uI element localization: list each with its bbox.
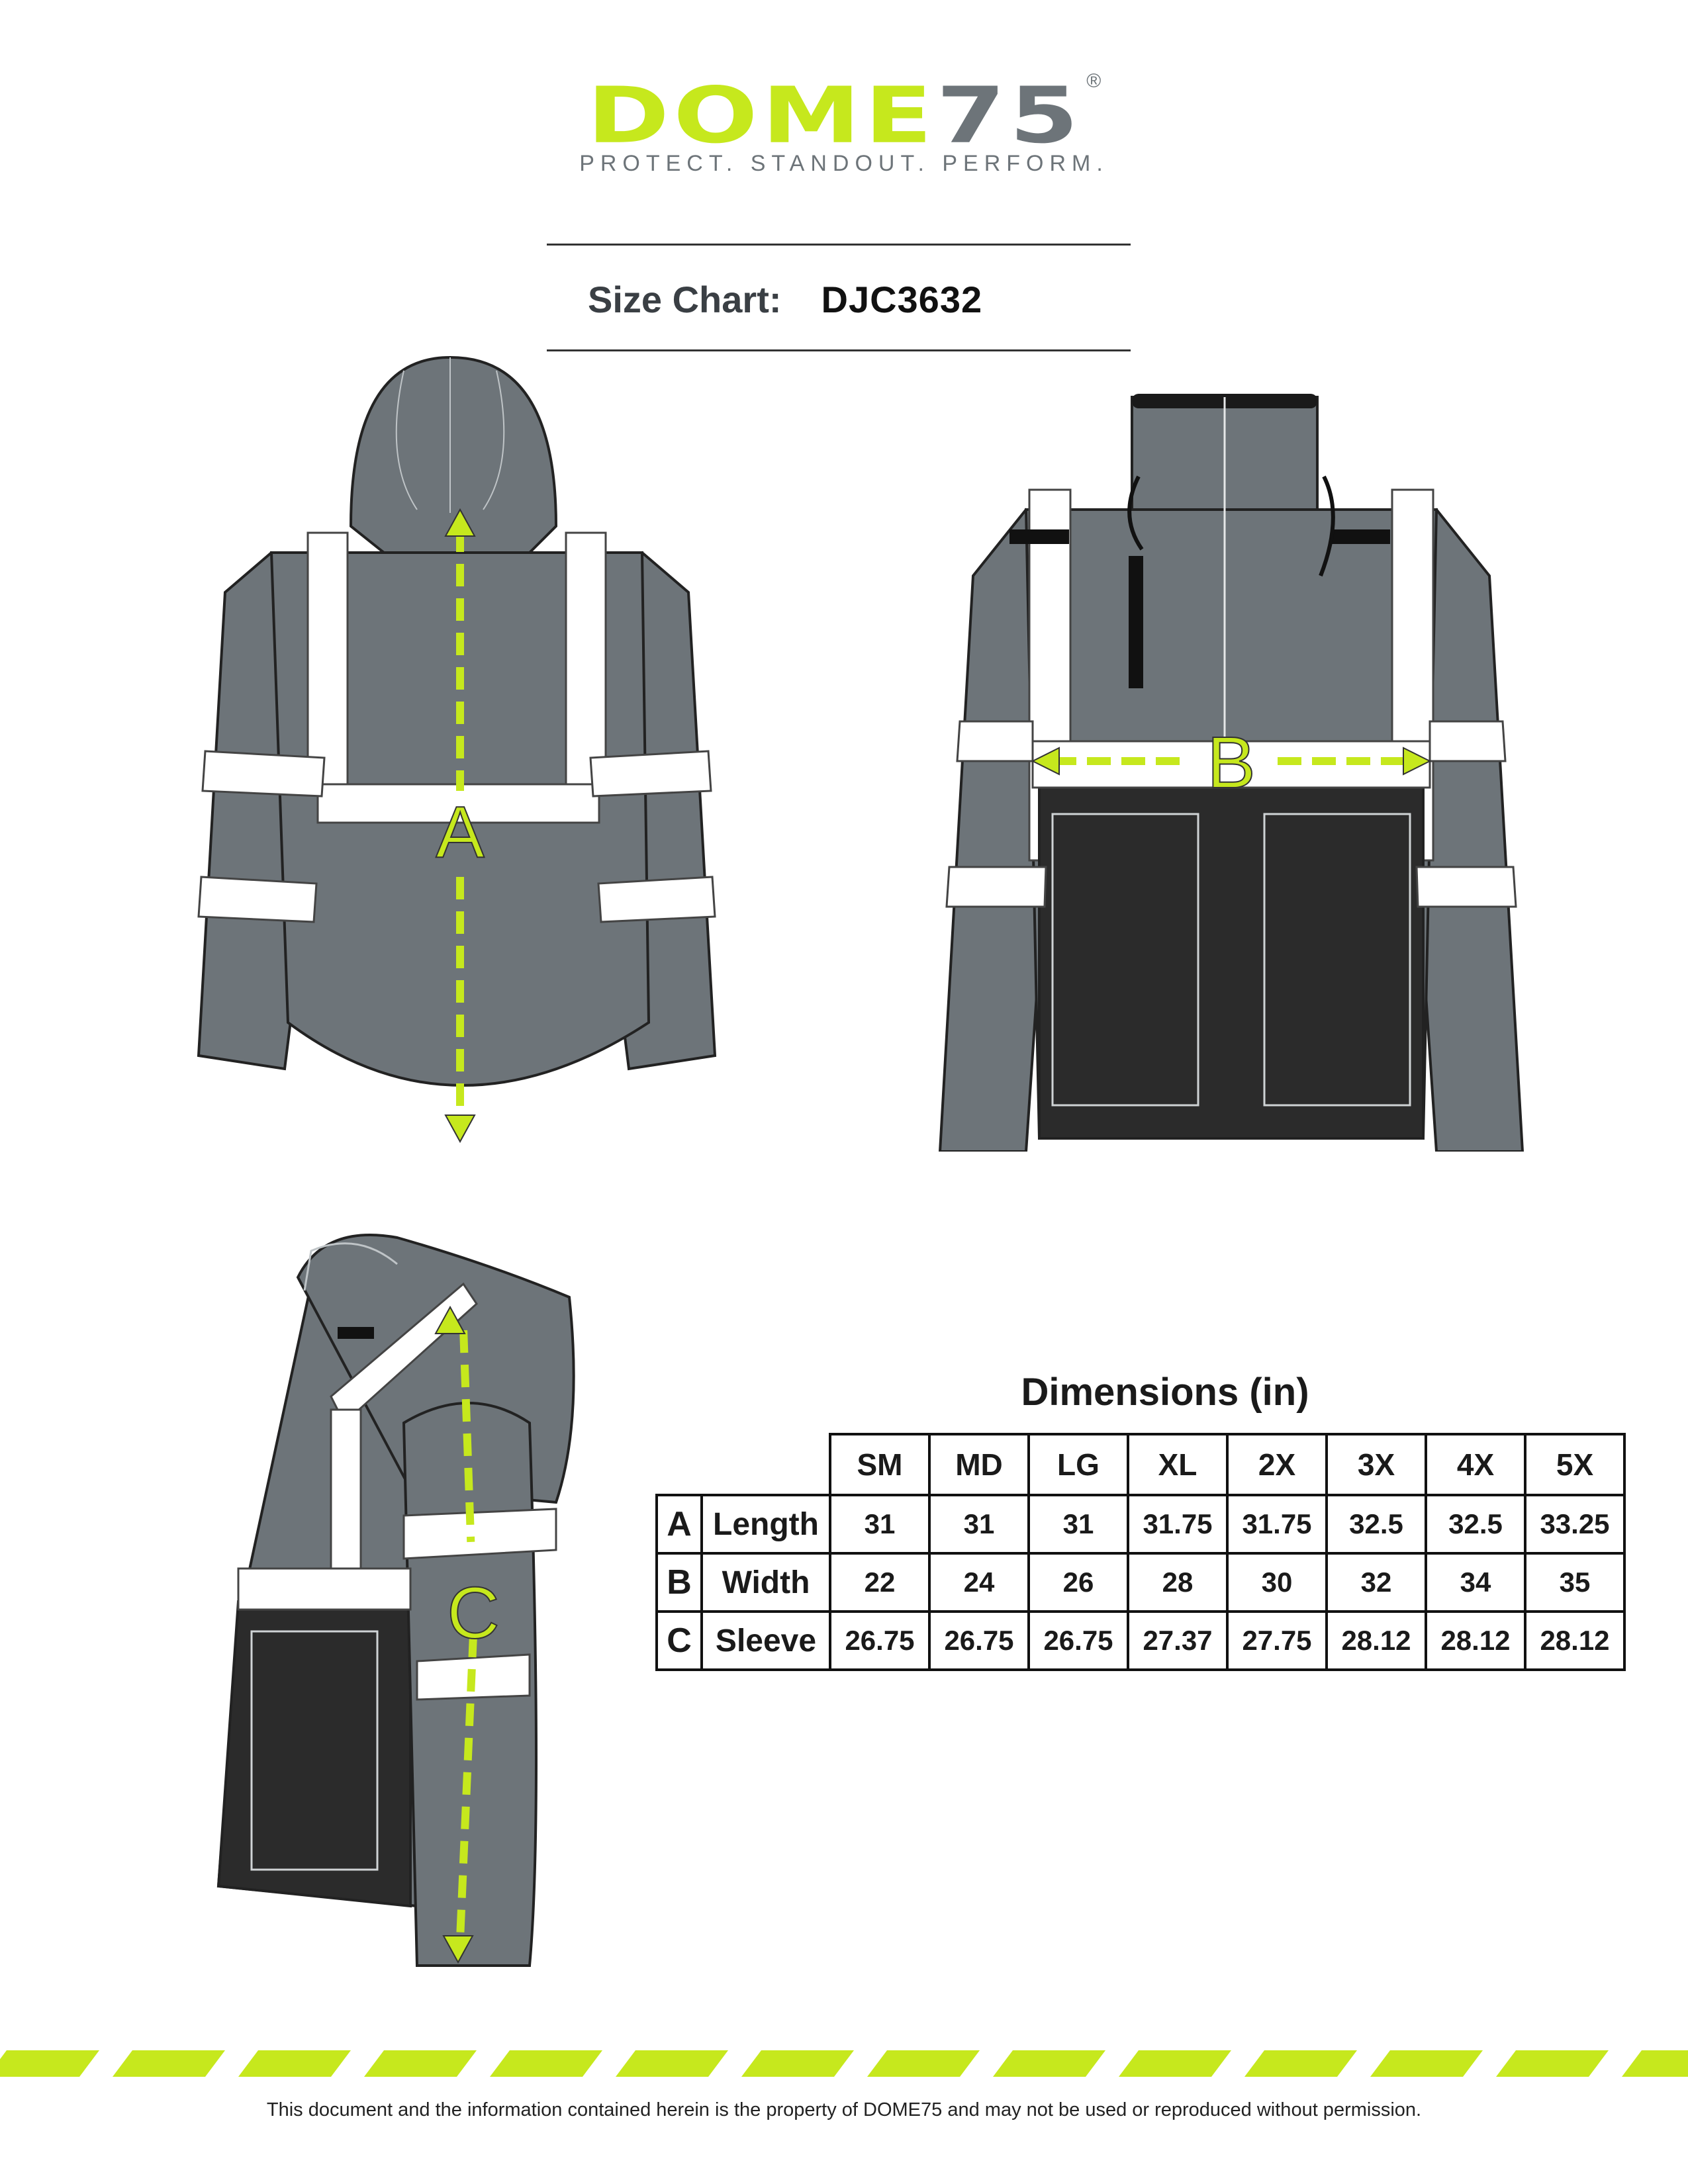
table-header-row: SM MD LG XL 2X 3X 4X 5X — [657, 1433, 1626, 1496]
logo-text-75: 75 — [936, 71, 1083, 161]
stripe-segment — [741, 2050, 854, 2077]
table-cell: 28.12 — [1524, 1610, 1626, 1671]
row-letter: B — [655, 1552, 703, 1613]
jacket-side-view: C — [212, 1224, 583, 1979]
table-cell: 31.75 — [1127, 1494, 1229, 1555]
stripe-segment — [0, 2050, 99, 2077]
decorative-stripe-band — [0, 2050, 1688, 2080]
table-cell: 27.37 — [1127, 1610, 1229, 1671]
table-cell: 32.5 — [1425, 1494, 1526, 1555]
row-label: Sleeve — [700, 1610, 831, 1671]
stripe-segment — [1496, 2050, 1609, 2077]
table-cell: 31 — [928, 1494, 1030, 1555]
table-cell: 31 — [829, 1494, 931, 1555]
size-header: SM — [829, 1433, 931, 1496]
table-cell: 30 — [1226, 1552, 1328, 1613]
dimensions-title: Dimensions (in) — [1021, 1371, 1309, 1414]
jacket-front-view: B — [933, 390, 1529, 1152]
table-cell: 26.75 — [928, 1610, 1030, 1671]
table-cell: 33.25 — [1524, 1494, 1626, 1555]
header-bottom-rule — [547, 349, 1131, 351]
stripe-segment — [238, 2050, 351, 2077]
table-cell: 28 — [1127, 1552, 1229, 1613]
size-chart-heading: Size Chart: DJC3632 — [547, 278, 1131, 321]
table-cell: 27.75 — [1226, 1610, 1328, 1671]
table-cell: 31.75 — [1226, 1494, 1328, 1555]
size-header: MD — [928, 1433, 1030, 1496]
size-header: 5X — [1524, 1433, 1626, 1496]
row-letter: C — [655, 1610, 703, 1671]
dimensions-table: SM MD LG XL 2X 3X 4X 5X A Length 31 31 3… — [655, 1433, 1626, 1671]
logo-wordmark: DOME75 — [587, 77, 1083, 155]
row-letter: A — [655, 1494, 703, 1555]
size-header: LG — [1027, 1433, 1129, 1496]
stripe-segment — [364, 2050, 477, 2077]
jacket-back-view: A — [185, 354, 728, 1148]
size-header: 4X — [1425, 1433, 1526, 1496]
stripe-segment — [490, 2050, 602, 2077]
stripe-segment — [1622, 2050, 1688, 2077]
stripe-segment — [867, 2050, 980, 2077]
stripe-segment — [616, 2050, 728, 2077]
stripe-segment — [113, 2050, 225, 2077]
table-cell: 26.75 — [829, 1610, 931, 1671]
table-cell: 26 — [1027, 1552, 1129, 1613]
stripe-segment — [1119, 2050, 1231, 2077]
product-code: DJC3632 — [821, 279, 983, 320]
stripe-segment — [1370, 2050, 1483, 2077]
table-cell: 22 — [829, 1552, 931, 1613]
table-cell: 26.75 — [1027, 1610, 1129, 1671]
row-label: Width — [700, 1552, 831, 1613]
header-top-rule — [547, 244, 1131, 246]
table-row: C Sleeve 26.75 26.75 26.75 27.37 27.75 2… — [655, 1610, 1626, 1671]
table-cell: 35 — [1524, 1552, 1626, 1613]
row-label: Length — [700, 1494, 831, 1555]
registered-mark: ® — [1086, 70, 1102, 92]
brand-tagline: PROTECT. STANDOUT. PERFORM. — [579, 151, 1109, 176]
label-a: A — [436, 792, 485, 873]
size-header: 3X — [1325, 1433, 1427, 1496]
table-row: A Length 31 31 31 31.75 31.75 32.5 32.5 … — [655, 1494, 1626, 1555]
table-cell: 34 — [1425, 1552, 1526, 1613]
label-c: C — [447, 1572, 499, 1654]
stripe-segment — [1244, 2050, 1357, 2077]
size-chart-label: Size Chart: — [588, 279, 782, 320]
stripe-segment — [993, 2050, 1105, 2077]
brand-logo: DOME75® — [0, 66, 1688, 165]
table-cell: 31 — [1027, 1494, 1129, 1555]
logo-text-dome: DOME — [586, 71, 937, 161]
table-cell: 24 — [928, 1552, 1030, 1613]
table-cell: 28.12 — [1325, 1610, 1427, 1671]
size-header: 2X — [1226, 1433, 1328, 1496]
table-cell: 32 — [1325, 1552, 1427, 1613]
label-b: B — [1207, 722, 1255, 803]
table-cell: 32.5 — [1325, 1494, 1427, 1555]
table-row: B Width 22 24 26 28 30 32 34 35 — [655, 1552, 1626, 1613]
table-cell: 28.12 — [1425, 1610, 1526, 1671]
size-header: XL — [1127, 1433, 1229, 1496]
footer-disclaimer: This document and the information contai… — [266, 2099, 1422, 2120]
